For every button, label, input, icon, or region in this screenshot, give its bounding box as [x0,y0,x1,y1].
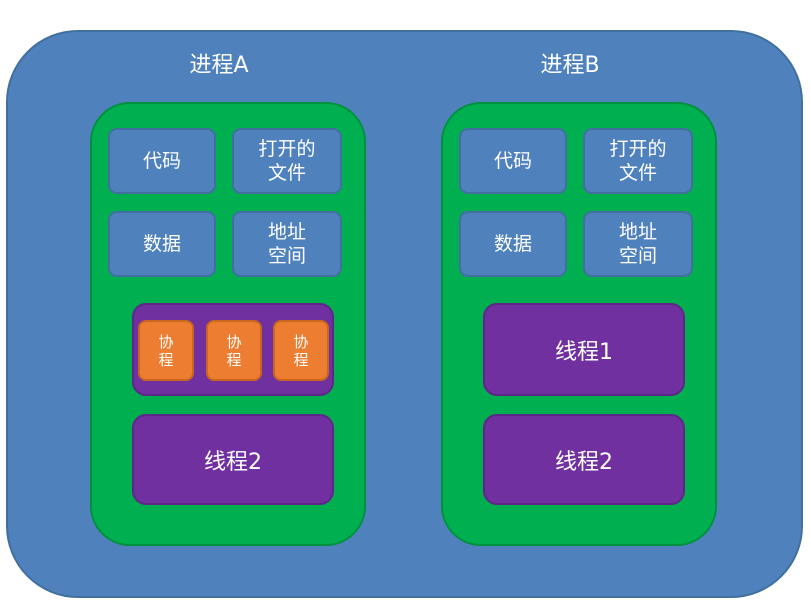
process-a-coroutine-1: 协 程 [138,320,194,381]
process-b-thread1: 线程1 [483,303,685,396]
process-a-data-label: 数据 [142,233,181,255]
process-a-coroutine-1-line2: 程 [158,350,174,369]
process-a-coroutine-2-line1: 协 [226,332,242,351]
process-b-data: 数据 [459,211,567,277]
process-a-coroutine-3-line1: 协 [293,332,309,351]
process-a-thread2: 线程2 [132,414,334,505]
process-b-title: 进程B [540,53,600,78]
process-a-address-space-line2: 空间 [267,245,306,267]
process-a-coroutine-3: 协 程 [273,320,329,381]
process-b-open-files-line1: 打开的 [609,138,667,160]
process-a-title: 进程A [189,53,249,78]
process-b-thread2: 线程2 [483,414,685,505]
process-a-open-files-line2: 文件 [267,162,306,184]
process-a-address-space-line1: 地址 [267,221,306,243]
process-a-open-files-line1: 打开的 [258,138,316,160]
process-b-open-files-line2: 文件 [618,162,657,184]
process-b-code: 代码 [459,128,567,194]
process-b-thread2-label: 线程2 [555,449,613,475]
process-b-address-space: 地址 空间 [583,211,693,277]
process-b-address-space-line1: 地址 [618,221,657,243]
process-b-address-space-line2: 空间 [618,245,657,267]
process-b-thread1-label: 线程1 [555,339,613,365]
process-a-coroutine-3-line2: 程 [293,350,309,369]
process-a-thread2-label: 线程2 [204,449,262,475]
process-a-data: 数据 [108,211,216,277]
process-b-code-label: 代码 [493,150,532,172]
process-b-open-files: 打开的 文件 [583,128,693,194]
process-a-open-files: 打开的 文件 [232,128,342,194]
process-a-coroutine-2-line2: 程 [226,350,242,369]
process-b-data-label: 数据 [493,233,532,255]
process-a-coroutine-2: 协 程 [206,320,262,381]
process-a-address-space: 地址 空间 [232,211,342,277]
process-a-code: 代码 [108,128,216,194]
process-a-code-label: 代码 [142,150,181,172]
process-a-coroutine-1-line1: 协 [158,332,174,351]
